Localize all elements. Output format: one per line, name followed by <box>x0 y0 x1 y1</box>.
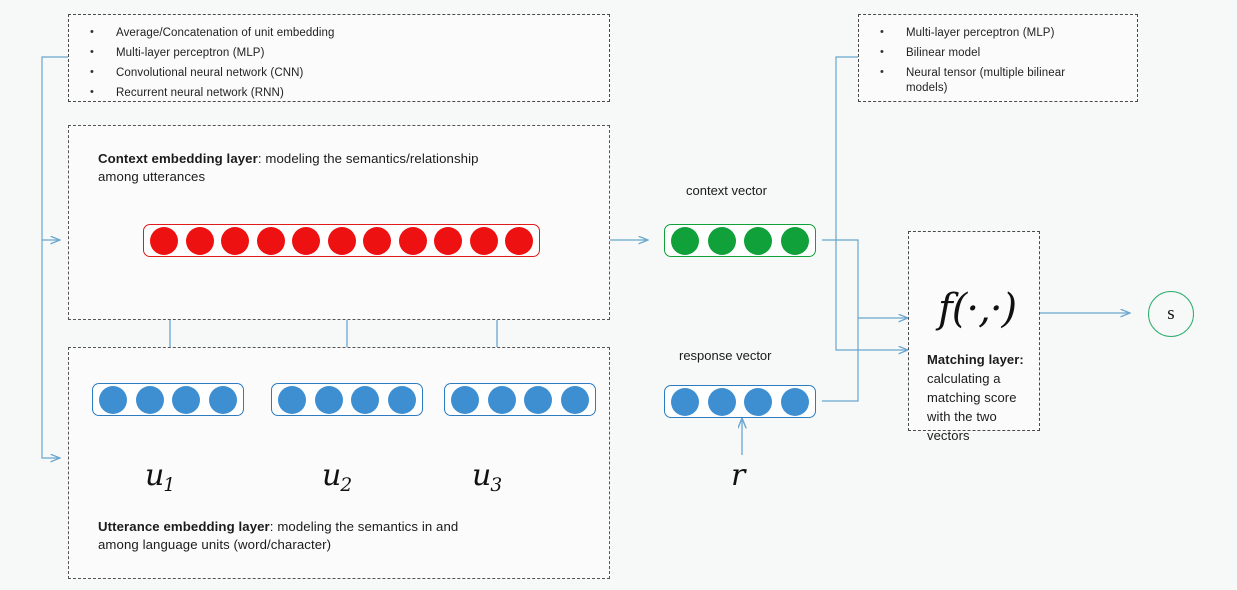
utterance-unit <box>387 385 416 414</box>
response-vector <box>664 385 816 418</box>
utterance-option-item: Multi-layer perceptron (MLP) <box>68 45 608 61</box>
response-vector-label: response vector <box>679 348 772 363</box>
matching-function-symbol: f(·,·) <box>938 286 1017 332</box>
score-label: s <box>1167 303 1175 324</box>
utterance-vector-u3 <box>444 383 596 416</box>
utterance-unit <box>99 385 127 414</box>
context-layer-caption: Context embedding layer: modeling the se… <box>98 150 568 186</box>
utterance-label-sub: 3 <box>490 474 503 496</box>
utterance-label-sub: 1 <box>163 474 176 496</box>
context-unit <box>185 226 214 255</box>
utterance-unit <box>172 385 201 414</box>
context-vector-unit <box>707 226 736 255</box>
matching-layer-title: Matching layer: <box>927 352 1024 367</box>
context-unit <box>363 226 391 255</box>
context-unit <box>292 226 320 255</box>
utterance-unit <box>278 385 306 414</box>
utterance-label-u2: u2 <box>322 458 352 496</box>
utterance-unit <box>351 385 380 414</box>
utterance-label-base: u <box>145 458 165 493</box>
context-unit <box>434 226 462 255</box>
response-input-label: r <box>731 458 746 493</box>
context-unit <box>398 226 427 255</box>
context-unit <box>505 226 533 255</box>
utterance-option-item: Convolutional neural network (CNN) <box>68 65 608 81</box>
utterance-label-base: u <box>472 458 492 493</box>
context-unit <box>327 226 356 255</box>
utterance-options-list: Average/Concatenation of unit embedding … <box>68 25 608 106</box>
context-layer-title: Context embedding layer <box>98 151 258 166</box>
context-vector-label: context vector <box>686 183 767 198</box>
context-layer-separator: : <box>257 151 266 166</box>
utterance-label-u3: u3 <box>472 458 502 496</box>
context-layer-desc-1: modeling the semantics/relationship <box>265 151 479 166</box>
utterance-option-item: Recurrent neural network (RNN) <box>68 85 608 101</box>
utterance-layer-desc-2: among language units (word/character) <box>98 537 332 552</box>
utterance-unit <box>560 385 589 414</box>
matching-option-item: Multi-layer perceptron (MLP) <box>858 25 1136 41</box>
utterance-unit <box>208 385 237 414</box>
matching-layer-desc-4: vectors <box>927 428 970 443</box>
context-vector-unit <box>744 226 773 255</box>
utterance-unit <box>487 385 516 414</box>
utterance-layer-caption: Utterance embedding layer: modeling the … <box>98 518 568 554</box>
context-unit <box>256 226 285 255</box>
utterance-unit <box>135 385 164 414</box>
utterance-unit <box>524 385 553 414</box>
context-vector-unit <box>780 226 809 255</box>
response-vector-unit <box>744 387 773 416</box>
utterance-label-base: u <box>322 458 342 493</box>
matching-option-item: Neural tensor (multiple bilinear models) <box>858 65 1136 96</box>
matching-option-item: Bilinear model <box>858 45 1136 61</box>
matching-layer-desc-1: calculating a <box>927 371 1001 386</box>
response-vector-unit <box>780 387 809 416</box>
utterance-label-sub: 2 <box>340 474 353 496</box>
matching-layer-box <box>908 231 1040 431</box>
matching-layer-desc-2: matching score <box>927 390 1017 405</box>
context-vector-unit <box>671 226 699 255</box>
response-vector-unit <box>671 387 699 416</box>
utterance-layer-desc-1: modeling the semantics in and <box>277 519 459 534</box>
context-embedding-vector <box>143 224 540 257</box>
context-layer-desc-2: among utterances <box>98 169 206 184</box>
context-unit <box>469 226 498 255</box>
utterance-vector-u1 <box>92 383 244 416</box>
utterance-option-item: Average/Concatenation of unit embedding <box>68 25 608 41</box>
context-embedding-layer-box <box>68 125 610 320</box>
utterance-vector-u2 <box>271 383 423 416</box>
context-unit <box>150 226 178 255</box>
matching-layer-desc-3: with the two <box>927 409 997 424</box>
utterance-unit <box>451 385 479 414</box>
context-unit <box>221 226 249 255</box>
context-vector <box>664 224 816 257</box>
utterance-unit <box>314 385 343 414</box>
matching-layer-caption: Matching layer: calculating a matching s… <box>927 350 1045 445</box>
utterance-layer-separator: : <box>269 519 278 534</box>
utterance-label-u1: u1 <box>145 458 175 496</box>
matching-options-list: Multi-layer perceptron (MLP) Bilinear mo… <box>858 25 1136 101</box>
score-node: s <box>1148 291 1194 337</box>
utterance-layer-title: Utterance embedding layer <box>98 519 270 534</box>
response-vector-unit <box>707 387 736 416</box>
